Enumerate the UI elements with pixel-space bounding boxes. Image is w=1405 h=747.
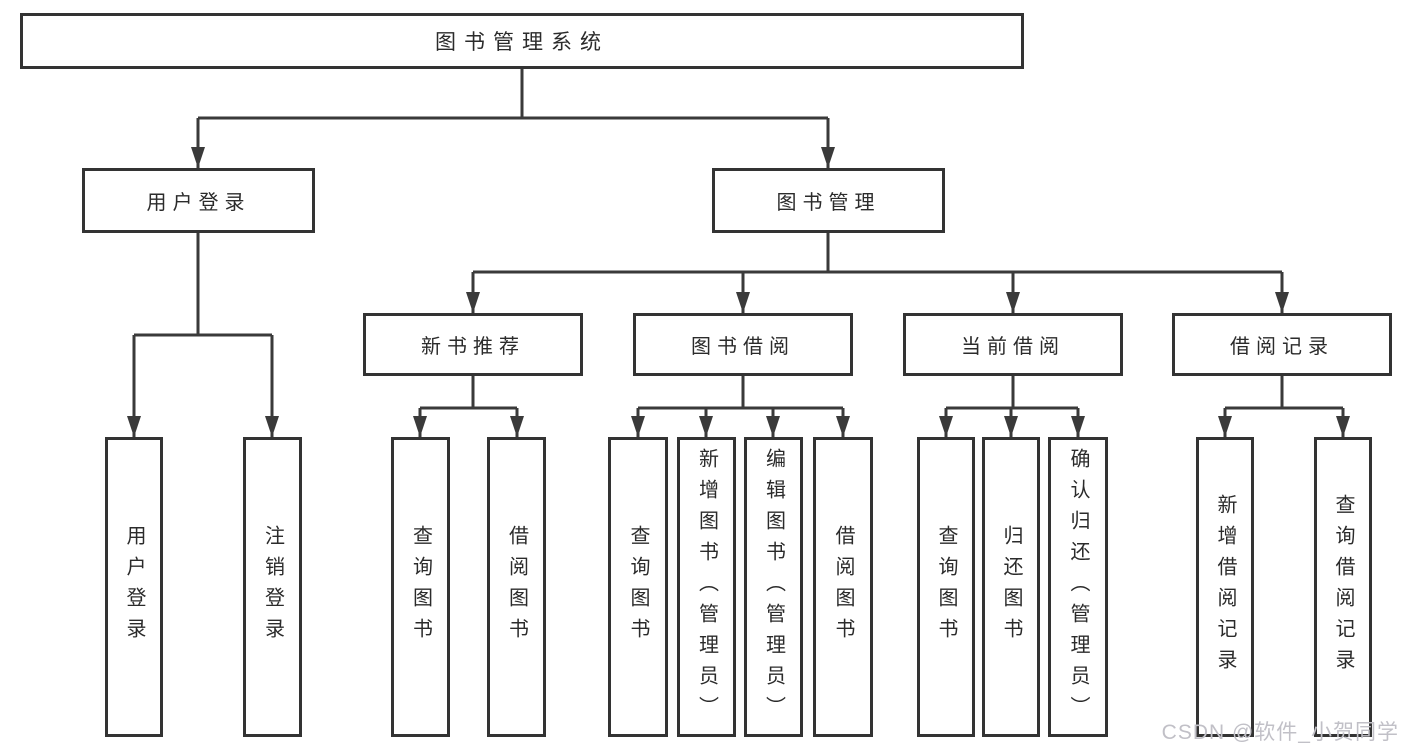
- leaf-confirm-return-admin: 确认归还（管理员）: [1048, 437, 1108, 737]
- node-label: 注销登录: [261, 525, 284, 649]
- spine-book-borrow: [638, 376, 843, 410]
- node-borrowing-records: 借阅记录: [1172, 313, 1392, 376]
- node-label: 确认归还（管理员）: [1067, 447, 1089, 727]
- node-label: 图书管理系统: [435, 31, 609, 54]
- node-label: 借阅图书: [832, 525, 854, 649]
- leaf-borrow-books-recommend: 借阅图书: [487, 437, 546, 737]
- node-label: 编辑图书（管理员）: [762, 447, 785, 727]
- leaf-query-borrow-record: 查询借阅记录: [1314, 437, 1372, 737]
- node-label: 查询图书: [627, 525, 649, 649]
- leaf-borrow-books: 借阅图书: [813, 437, 873, 737]
- leaf-return-books: 归还图书: [982, 437, 1040, 737]
- node-label: 用户登录: [123, 525, 145, 649]
- node-label: 查询图书: [409, 525, 432, 649]
- node-label: 图书管理: [776, 192, 881, 214]
- spine-book-management: [473, 233, 1282, 274]
- node-label: 借阅图书: [505, 525, 528, 649]
- node-user-login-branch: 用户登录: [82, 168, 315, 233]
- node-label: 新增借阅记录: [1214, 494, 1236, 680]
- node-current-borrowing: 当前借阅: [903, 313, 1123, 376]
- node-label: 用户登录: [146, 192, 251, 214]
- csdn-watermark: CSDN @软件_小贺同学: [1161, 721, 1399, 744]
- node-library-management-system: 图书管理系统: [20, 13, 1024, 69]
- leaf-query-books-current: 查询图书: [917, 437, 975, 737]
- spine-root: [198, 69, 828, 120]
- leaf-edit-books-admin: 编辑图书（管理员）: [744, 437, 803, 737]
- spine-new-book: [420, 376, 517, 410]
- spine-borrow-record: [1225, 376, 1343, 410]
- node-label: 归还图书: [1000, 525, 1022, 649]
- leaf-logout: 注销登录: [243, 437, 302, 737]
- node-book-management-branch: 图书管理: [712, 168, 945, 233]
- node-label: 新书推荐: [421, 336, 525, 358]
- leaf-add-borrow-record: 新增借阅记录: [1196, 437, 1254, 737]
- leaf-query-books-recommend: 查询图书: [391, 437, 450, 737]
- spine-user-login: [134, 233, 272, 337]
- node-new-book-recommend: 新书推荐: [363, 313, 583, 376]
- node-label: 新增图书（管理员）: [695, 447, 718, 727]
- leaf-add-books-admin: 新增图书（管理员）: [677, 437, 736, 737]
- node-book-borrowing: 图书借阅: [633, 313, 853, 376]
- node-label: 当前借阅: [961, 336, 1065, 358]
- leaf-user-login: 用户登录: [105, 437, 163, 737]
- node-label: 图书借阅: [691, 336, 795, 358]
- spine-current-borrow: [946, 376, 1078, 410]
- node-label: 查询借阅记录: [1332, 494, 1354, 680]
- node-label: 查询图书: [935, 525, 957, 649]
- leaf-query-books-borrowing: 查询图书: [608, 437, 668, 737]
- node-label: 借阅记录: [1230, 336, 1334, 358]
